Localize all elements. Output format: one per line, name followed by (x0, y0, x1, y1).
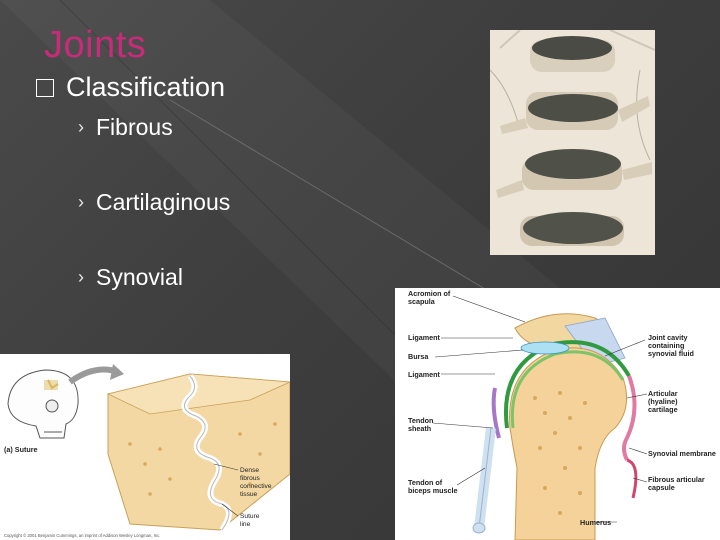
label-joint-cavity-2: containing (648, 341, 684, 350)
label-bursa: Bursa (408, 352, 429, 361)
label-dense-3: connective (240, 483, 272, 490)
label-ligament: Ligament (408, 333, 441, 342)
label-fibrous-capsule-2: capsule (648, 483, 675, 492)
bullet-classification: Classification (36, 72, 225, 103)
label-synovial-membrane: Synovial membrane (648, 449, 716, 458)
shoulder-joint-diagram: Acromion of scapula Ligament Bursa Ligam… (395, 288, 720, 540)
spine-illustration (490, 30, 655, 255)
label-suture: (a) Suture (4, 445, 38, 454)
label-dense-4: tissue (240, 491, 258, 498)
spine-photo (490, 30, 655, 255)
label-dense: Dense (240, 467, 259, 474)
label-tendon-biceps: Tendon of (408, 478, 443, 487)
suture-joint-diagram: (a) Suture Dense fibrous connective tiss… (0, 354, 290, 540)
bullet-text: Classification (66, 72, 226, 102)
label-humerus: Humerus (580, 518, 611, 527)
slide-title: Joints (44, 24, 147, 66)
label-acromion: Acromion of (408, 289, 451, 298)
label-articular-2: (hyaline) (648, 397, 678, 406)
suture-illustration: (a) Suture Dense fibrous connective tiss… (0, 354, 290, 540)
square-bullet-icon (36, 78, 54, 97)
subitem-synovial: › Synovial (78, 264, 183, 291)
label-joint-cavity-3: synovial fluid (648, 349, 694, 358)
subitem-cartilaginous: › Cartilaginous (78, 189, 230, 216)
label-suture-line-2: line (240, 521, 251, 528)
label-acromion-2: scapula (408, 297, 436, 306)
label-suture-line: Suture (240, 513, 260, 520)
label-articular-3: cartilage (648, 405, 678, 414)
chevron-right-icon: › (78, 117, 84, 137)
subitem-text: Cartilaginous (96, 189, 231, 215)
label-tendon-sheath: Tendon (408, 416, 433, 425)
shoulder-illustration: Acromion of scapula Ligament Bursa Ligam… (395, 288, 720, 540)
label-ligament-2: Ligament (408, 370, 441, 379)
subitem-text: Synovial (96, 264, 183, 290)
chevron-right-icon: › (78, 267, 84, 287)
chevron-right-icon: › (78, 192, 84, 212)
copyright-note: Copyright © 2001 Benjamin Cummings, an i… (4, 533, 160, 538)
subitem-fibrous: › Fibrous (78, 114, 173, 141)
label-dense-2: fibrous (240, 475, 260, 482)
label-tendon-sheath-2: sheath (408, 424, 431, 433)
label-joint-cavity: Joint cavity (648, 333, 688, 342)
label-fibrous-capsule: Fibrous articular (648, 475, 705, 484)
label-articular: Articular (648, 389, 678, 398)
subitem-text: Fibrous (96, 114, 173, 140)
label-tendon-biceps-2: biceps muscle (408, 486, 458, 495)
